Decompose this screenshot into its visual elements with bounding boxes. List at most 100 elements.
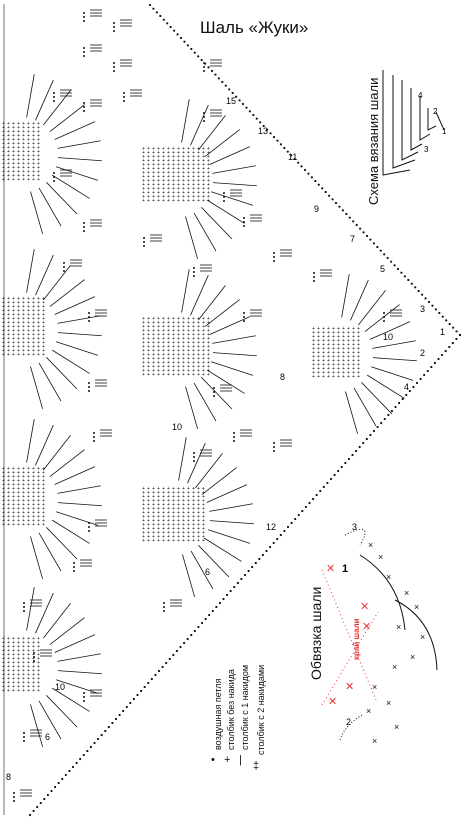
motif-stitch: +	[192, 522, 195, 528]
border-dot	[355, 223, 358, 227]
border-dot	[348, 216, 351, 219]
motif-stitch: +	[37, 498, 40, 504]
motif-stitch: +	[172, 174, 175, 180]
border-dot	[208, 613, 211, 617]
motif-stitch: +	[22, 640, 25, 646]
motif-stitch: +	[357, 366, 360, 372]
stitch-ray	[57, 140, 101, 149]
motif-stitch: +	[2, 312, 5, 318]
motif-stitch: +	[22, 680, 25, 686]
motif-stitch: +	[197, 352, 200, 358]
motif-stitch: +	[147, 538, 150, 544]
motif-stitch: +	[7, 676, 10, 682]
motif-stitch: +	[2, 688, 5, 694]
motif-stitch: +	[147, 490, 150, 496]
motif-stitch: +	[147, 162, 150, 168]
motif-stitch: +	[192, 534, 195, 540]
motif-stitch: +	[157, 490, 160, 496]
motif-stitch: +	[12, 680, 15, 686]
motif-stitch: +	[357, 342, 360, 348]
chain-dot	[23, 736, 25, 738]
border-dot	[259, 121, 262, 124]
motif-stitch: +	[342, 362, 345, 368]
motif-stitch: +	[172, 510, 175, 516]
chain-dot	[143, 245, 145, 247]
stitch-ray	[56, 341, 99, 356]
motif-stitch: +	[2, 165, 5, 171]
motif-stitch: +	[337, 370, 340, 376]
motif-stitch: +	[37, 494, 40, 500]
motif-stitch: +	[32, 328, 35, 334]
border-dot	[233, 585, 236, 589]
motif-stitch: +	[17, 300, 20, 306]
chain-dot	[113, 70, 115, 72]
border-dot	[100, 733, 103, 737]
motif-stitch: +	[312, 326, 315, 332]
motif-stitch: +	[17, 498, 20, 504]
motif-stitch: +	[37, 332, 40, 338]
motif-stitch: +	[317, 354, 320, 360]
motif-stitch: +	[342, 334, 345, 340]
motif-stitch: +	[207, 356, 210, 362]
motif-stitch: +	[157, 372, 160, 378]
motif-stitch: +	[207, 372, 210, 378]
repeat-mark: 6	[205, 567, 210, 577]
motif-stitch: +	[192, 530, 195, 536]
stitch-ray	[367, 374, 405, 399]
motif-stitch: +	[182, 498, 185, 504]
motif-stitch: +	[32, 636, 35, 642]
chain-dot	[193, 275, 195, 277]
row-number: 5	[380, 264, 385, 274]
motif-stitch: +	[187, 170, 190, 176]
motif-stitch: +	[147, 146, 150, 152]
motif-stitch: +	[37, 502, 40, 508]
motif-stitch: +	[157, 324, 160, 330]
motif-stitch: +	[147, 494, 150, 500]
edging-sc-mark: ×	[394, 722, 399, 732]
stitch-ray	[52, 687, 90, 712]
motif-stitch: +	[192, 348, 195, 354]
motif-stitch: +	[22, 340, 25, 346]
motif-stitch: +	[182, 170, 185, 176]
motif-stitch: +	[22, 169, 25, 175]
motif-stitch: +	[17, 494, 20, 500]
motif-stitch: +	[317, 334, 320, 340]
stitch-ray	[195, 453, 223, 489]
border-dot	[200, 621, 204, 625]
motif-stitch: +	[347, 338, 350, 344]
motif-stitch: +	[187, 190, 190, 196]
motif-stitch: +	[32, 125, 35, 131]
border-dot	[32, 809, 35, 813]
motif-stitch: +	[172, 518, 175, 524]
motif-stitch: +	[162, 502, 165, 508]
motif-stitch: +	[152, 146, 155, 152]
motif-stitch: +	[27, 165, 30, 171]
motif-stitch: +	[32, 486, 35, 492]
motif-stitch: +	[327, 330, 330, 336]
border-dot	[340, 465, 343, 469]
border-dot	[455, 330, 458, 333]
stitch-ray	[178, 437, 187, 481]
motif-stitch: +	[2, 300, 5, 306]
border-dot	[224, 84, 227, 87]
motif-stitch: +	[17, 296, 20, 302]
motif-stitch: +	[167, 166, 170, 172]
stitch-ray	[204, 537, 242, 562]
motif-stitch: +	[167, 364, 170, 370]
motif-stitch: +	[197, 336, 200, 342]
motif-stitch: +	[337, 374, 340, 380]
motif-stitch: +	[182, 146, 185, 152]
motif-stitch: +	[37, 153, 40, 159]
motif-stitch: +	[172, 530, 175, 536]
motif-stitch: +	[37, 169, 40, 175]
motif-stitch: +	[22, 133, 25, 139]
motif-stitch: +	[162, 186, 165, 192]
motif-stitch: +	[12, 340, 15, 346]
motif-stitch: +	[7, 688, 10, 694]
motif-stitch: +	[197, 154, 200, 160]
motif-stitch: +	[187, 530, 190, 536]
stitch-ray	[56, 511, 99, 526]
chain-dot	[193, 267, 195, 269]
motif-stitch: +	[162, 490, 165, 496]
